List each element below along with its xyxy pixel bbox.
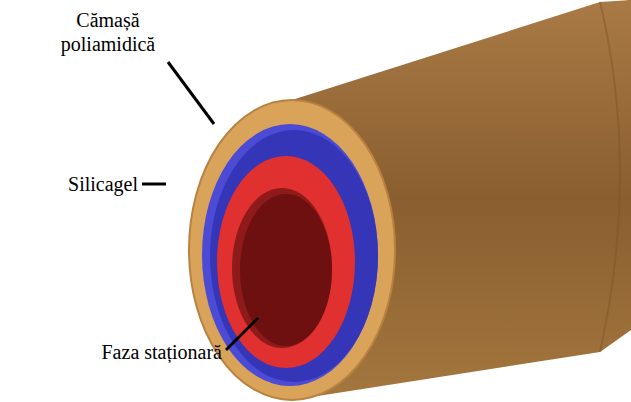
- leader-line: [168, 62, 214, 124]
- part-label: Cămașă poliamidică: [43, 8, 173, 56]
- part-label: Silicagel: [68, 172, 138, 196]
- leader-line: [142, 183, 166, 186]
- leader-line: [226, 318, 258, 350]
- part-label: Faza staționară: [102, 340, 223, 364]
